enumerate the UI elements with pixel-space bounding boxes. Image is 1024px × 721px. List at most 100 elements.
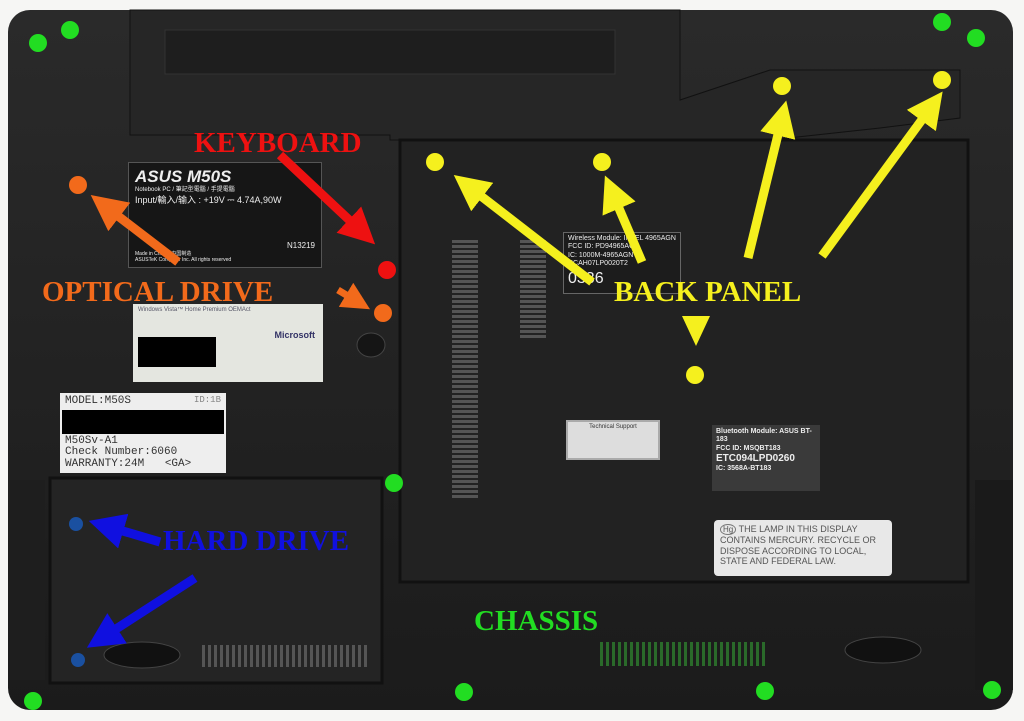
vent-slot: [756, 642, 759, 666]
vent-slot: [654, 642, 657, 666]
vent-slot: [520, 285, 546, 288]
vent-slot: [452, 280, 478, 283]
back-panel-screw-marker: [773, 77, 791, 95]
vent-slot: [452, 390, 478, 393]
back-panel-label: BACK PANEL: [614, 276, 802, 308]
vent-slot: [452, 245, 478, 248]
back-panel-screw-marker: [593, 153, 611, 171]
back-panel-screw-marker: [686, 366, 704, 384]
input-rating: Input/輸入/输入 : +19V ⎓ 4.74A,90W: [135, 194, 282, 205]
vent-slot: [274, 645, 277, 667]
vent-slot: [452, 320, 478, 323]
chassis-screw-marker: [29, 34, 47, 52]
optical-drive-arrow: [336, 282, 371, 310]
vent-slot: [636, 642, 639, 666]
back-panel-arrow: [743, 100, 796, 260]
vent-slot: [452, 295, 478, 298]
vent-slot: [520, 275, 546, 278]
copyright: ASUSTeK Computer Inc. All rights reserve…: [135, 256, 232, 263]
vent-slot: [452, 270, 478, 273]
vent-slot: [520, 255, 546, 258]
vent-slot: [292, 645, 295, 667]
vent-slot: [232, 645, 235, 667]
vent-slot: [452, 435, 478, 438]
chassis-screw-marker: [933, 13, 951, 31]
cert: N13219: [286, 241, 315, 251]
back-panel-screw-marker: [426, 153, 444, 171]
vent-slot: [452, 460, 478, 463]
vent-slot: [226, 645, 229, 667]
coa-brand: Microsoft: [274, 330, 316, 340]
back-panel-cover: [398, 138, 970, 584]
vent-slot: [520, 300, 546, 303]
vent-slot: [678, 642, 681, 666]
vent-slot: [298, 645, 301, 667]
vent-slot: [452, 305, 478, 308]
vent-slots: [202, 240, 765, 667]
vent-slot: [268, 645, 271, 667]
vent-slot: [452, 315, 478, 318]
vent-slot: [520, 260, 546, 263]
wireless-label: Wireless Module: INTEL 4965AGN FCC ID: P…: [563, 232, 681, 294]
vent-slot: [452, 465, 478, 468]
vent-slot: [618, 642, 621, 666]
vent-slot: [690, 642, 693, 666]
vent-slot: [452, 410, 478, 413]
vent-slot: [214, 645, 217, 667]
vent-slot: [520, 295, 546, 298]
vent-slot: [244, 645, 247, 667]
vent-slot: [452, 355, 478, 358]
vent-slot: [452, 275, 478, 278]
vent-slot: [452, 325, 478, 328]
vent-slot: [612, 642, 615, 666]
model: M50S: [186, 167, 232, 186]
vent-slot: [452, 420, 478, 423]
vent-slot: [352, 645, 355, 667]
vent-slot: [452, 455, 478, 458]
wireless-title: Wireless Module: INTEL 4965AGN: [568, 235, 676, 242]
vent-slot: [452, 385, 478, 388]
vent-slot: [520, 245, 546, 248]
vent-slot: [452, 450, 478, 453]
bt-fcc: FCC ID: MSQBT183: [716, 444, 781, 452]
vent-slot: [452, 310, 478, 313]
rubber-foot: [844, 636, 922, 664]
vent-slot: [250, 645, 253, 667]
brand: ASUS: [135, 167, 183, 186]
vent-slot: [238, 645, 241, 667]
vent-slot: [696, 642, 699, 666]
back-panel-arrow: [682, 316, 710, 346]
vent-slot: [672, 642, 675, 666]
vent-slot: [452, 265, 478, 268]
vent-slot: [452, 345, 478, 348]
chassis-label: CHASSIS: [474, 605, 599, 637]
back-panel-arrow: [602, 175, 647, 264]
vent-slot: [346, 645, 349, 667]
vent-slot: [316, 645, 319, 667]
vent-slot: [452, 380, 478, 383]
vent-slot: [520, 270, 546, 273]
hard-drive-arrow: [88, 513, 162, 549]
warranty: WARRANTY:24M: [65, 457, 145, 470]
vent-slot: [520, 305, 546, 308]
bt-etc: ETC094LPD0260: [716, 453, 795, 465]
region: <GA>: [164, 457, 192, 470]
vent-slot: [606, 642, 609, 666]
vent-slot: [600, 642, 603, 666]
vent-slot: [726, 642, 729, 666]
vent-slot: [452, 350, 478, 353]
vent-slot: [520, 265, 546, 268]
optical-drive-screw-marker: [69, 176, 87, 194]
vent-slot: [732, 642, 735, 666]
keyboard-arrow: [276, 151, 376, 245]
back-panel-arrow: [818, 91, 943, 259]
chassis-screw-marker: [455, 683, 473, 701]
chassis-screw-marker: [24, 692, 42, 710]
mercury-label: Hg THE LAMP IN THIS DISPLAY CONTAINS MER…: [714, 520, 892, 576]
vent-slot: [304, 645, 307, 667]
optical-drive-arrow: [90, 195, 181, 266]
optical-drive-screw-marker: [374, 304, 392, 322]
chassis-screw-marker: [983, 681, 1001, 699]
vent-slot: [684, 642, 687, 666]
